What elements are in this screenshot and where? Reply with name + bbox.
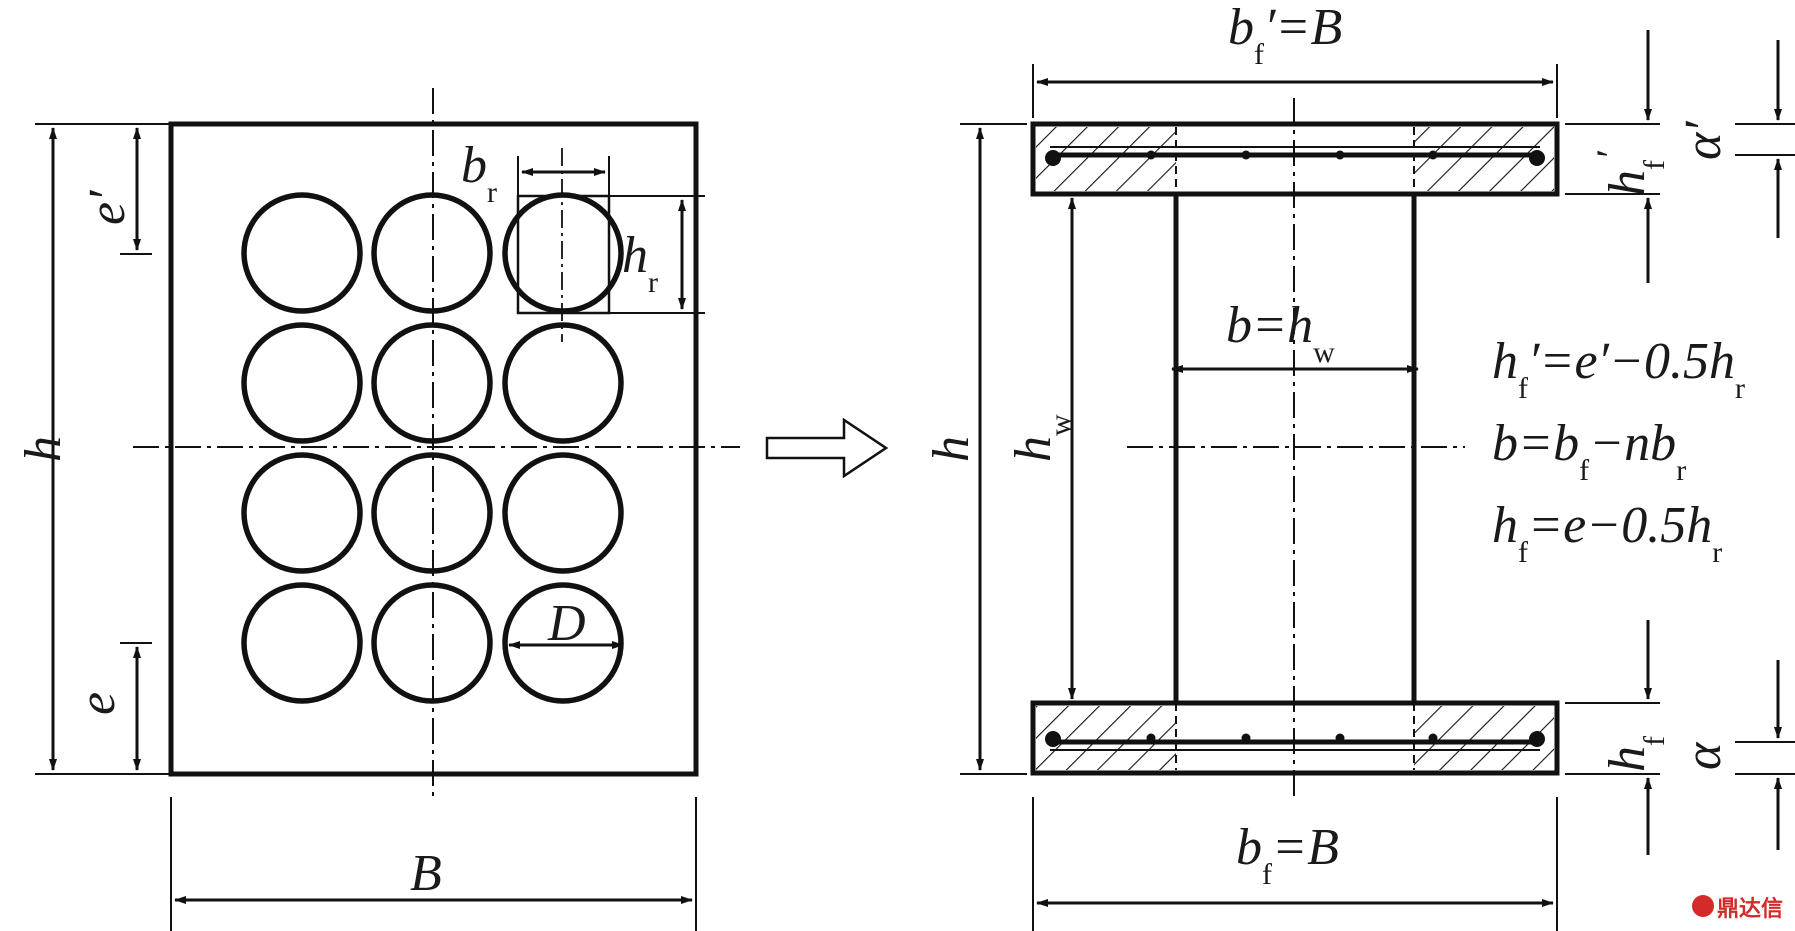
void-circle	[371, 452, 493, 574]
dim-label-web: b=hw	[1226, 297, 1335, 369]
void-circle	[371, 322, 493, 444]
i-section: bf′=B bf=B h hw b=hw	[923, 0, 1795, 931]
dim-e-prime	[120, 127, 152, 255]
void-circle	[502, 192, 624, 314]
dim-label-e: e	[69, 692, 126, 715]
dim-label-bf-bottom: bf=B	[1236, 819, 1339, 891]
dim-alpha-top	[1735, 40, 1795, 238]
dim-alpha-bottom	[1735, 660, 1795, 850]
dim-h-right	[960, 123, 1027, 775]
watermark: 鼎达信	[1692, 895, 1783, 922]
dim-label-h: h	[15, 436, 72, 462]
void-circle	[241, 452, 363, 574]
dim-label-hf-bottom: hf	[1599, 736, 1671, 772]
dim-e	[120, 642, 152, 771]
void-circle	[371, 192, 493, 314]
dim-bf-top	[1032, 64, 1558, 118]
dim-label-br: br	[461, 137, 497, 209]
dim-label-h-right: h	[923, 436, 980, 462]
void-circle	[502, 452, 624, 574]
hollow-slab-section: h e′ e br hr	[15, 88, 740, 931]
void-circle	[241, 322, 363, 444]
dim-label-bf-top: bf′=B	[1228, 0, 1342, 71]
equivalent-rect	[516, 194, 611, 315]
dim-label-hr: hr	[622, 227, 658, 299]
formula-hf: hf=e−0.5hr	[1492, 497, 1722, 569]
dim-B	[170, 797, 697, 931]
void-circle	[371, 582, 493, 704]
formula-hf-prime: hf′=e′−0.5hr	[1492, 333, 1745, 405]
dim-h-left	[35, 123, 171, 775]
formula-b: b=bf−nbr	[1492, 415, 1686, 487]
transform-arrow	[765, 417, 889, 479]
void-circle	[241, 192, 363, 314]
circular-voids	[241, 192, 624, 704]
dim-label-alpha-top: α′	[1675, 120, 1732, 160]
void-circle	[241, 582, 363, 704]
dim-hr	[609, 195, 705, 314]
dim-label-hw: hw	[1005, 414, 1077, 462]
void-circle	[502, 322, 624, 444]
watermark-logo-icon	[1692, 895, 1714, 917]
formula-block: hf′=e′−0.5hr b=bf−nbr hf=e−0.5hr	[1492, 333, 1745, 569]
dim-label-hf-top: hf′	[1588, 150, 1671, 196]
dim-label-B: B	[410, 845, 442, 902]
dim-hf-top	[1565, 30, 1660, 283]
dim-label-D: D	[547, 595, 586, 652]
dim-br	[517, 156, 610, 196]
watermark-text: 鼎达信	[1717, 896, 1783, 922]
dim-label-alpha-bottom: α	[1675, 741, 1732, 770]
dim-label-e-prime: e′	[79, 189, 136, 225]
dim-bf-bottom	[1032, 797, 1558, 931]
dim-hf-bottom	[1565, 620, 1660, 855]
